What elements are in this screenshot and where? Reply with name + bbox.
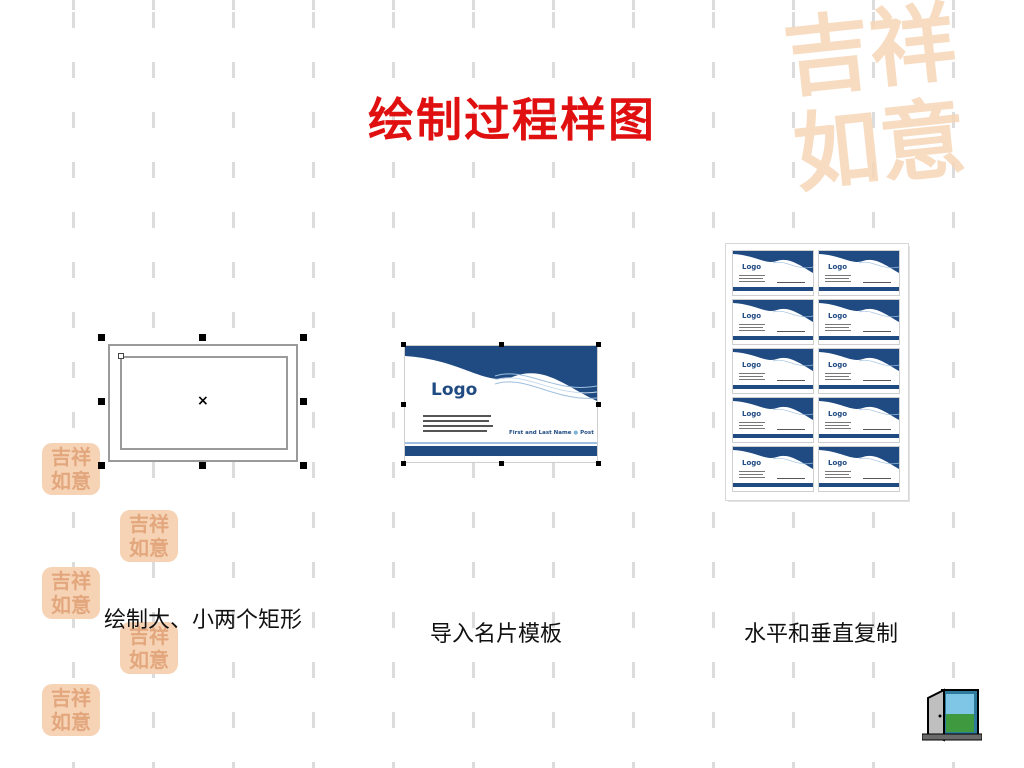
caption-step-3: 水平和垂直复制 bbox=[744, 622, 899, 647]
handle-ml[interactable] bbox=[98, 398, 105, 405]
grid-card: Logo bbox=[732, 348, 814, 394]
grid-card-logo: Logo bbox=[742, 263, 762, 271]
grid-card-logo: Logo bbox=[742, 410, 762, 418]
handle-mr[interactable] bbox=[300, 398, 307, 405]
handle-bm[interactable] bbox=[199, 462, 206, 469]
grid-card-logo: Logo bbox=[828, 312, 848, 320]
grid-card-logo: Logo bbox=[742, 459, 762, 467]
card-handle-tl[interactable] bbox=[401, 342, 406, 347]
card-handle-tm[interactable] bbox=[499, 342, 504, 347]
grid-card: Logo bbox=[818, 397, 900, 443]
grid-card-logo: Logo bbox=[828, 361, 848, 369]
card-handle-tr[interactable] bbox=[596, 342, 601, 347]
handle-tr[interactable] bbox=[300, 334, 307, 341]
grid-card-logo: Logo bbox=[742, 312, 762, 320]
grid-card-logo: Logo bbox=[742, 361, 762, 369]
caption-step-1: 绘制大、小两个矩形 bbox=[104, 608, 303, 633]
seal-stamp-1: 吉祥如意 bbox=[42, 443, 100, 495]
rectangles-figure: × bbox=[98, 334, 310, 470]
card-handle-mr[interactable] bbox=[596, 402, 601, 407]
card-text-block bbox=[423, 412, 493, 435]
card-handle-ml[interactable] bbox=[401, 402, 406, 407]
grid-card: Logo bbox=[818, 446, 900, 492]
handle-br[interactable] bbox=[300, 462, 307, 469]
center-mark: × bbox=[197, 393, 209, 409]
card-handle-br[interactable] bbox=[596, 461, 601, 466]
card-handle-bm[interactable] bbox=[499, 461, 504, 466]
business-card: Logo First and Last Name ● Post bbox=[405, 346, 597, 462]
exit-door-icon bbox=[921, 688, 983, 742]
card-wave-graphic bbox=[405, 346, 597, 456]
grid-card-logo: Logo bbox=[828, 410, 848, 418]
seal-stamp-5: 吉祥如意 bbox=[42, 684, 100, 736]
page-title: 绘制过程样图 bbox=[368, 93, 656, 147]
handle-bl[interactable] bbox=[98, 462, 105, 469]
exit-door-button[interactable] bbox=[921, 688, 983, 742]
seal-stamp-4: 吉祥如意 bbox=[120, 622, 178, 674]
grid-card: Logo bbox=[818, 299, 900, 345]
card-name-line: First and Last Name ● Post bbox=[509, 430, 594, 436]
grid-card: Logo bbox=[732, 397, 814, 443]
grid-card-logo: Logo bbox=[828, 459, 848, 467]
handle-tl[interactable] bbox=[98, 334, 105, 341]
card-logo: Logo bbox=[431, 380, 478, 400]
card-handle-bl[interactable] bbox=[401, 461, 406, 466]
corner-node bbox=[118, 353, 124, 359]
handle-tm[interactable] bbox=[199, 334, 206, 341]
business-card-figure: Logo First and Last Name ● Post bbox=[401, 342, 601, 466]
seal-stamp-3: 吉祥如意 bbox=[42, 567, 100, 619]
grid-card: Logo bbox=[732, 250, 814, 296]
inner-rectangle bbox=[120, 356, 288, 450]
grid-card-logo: Logo bbox=[828, 263, 848, 271]
grid-card: Logo bbox=[732, 446, 814, 492]
grid-card: Logo bbox=[732, 299, 814, 345]
seal-stamp-2: 吉祥如意 bbox=[120, 510, 178, 562]
grid-card: Logo bbox=[818, 250, 900, 296]
grid-card: Logo bbox=[818, 348, 900, 394]
caption-step-2: 导入名片模板 bbox=[430, 622, 563, 647]
